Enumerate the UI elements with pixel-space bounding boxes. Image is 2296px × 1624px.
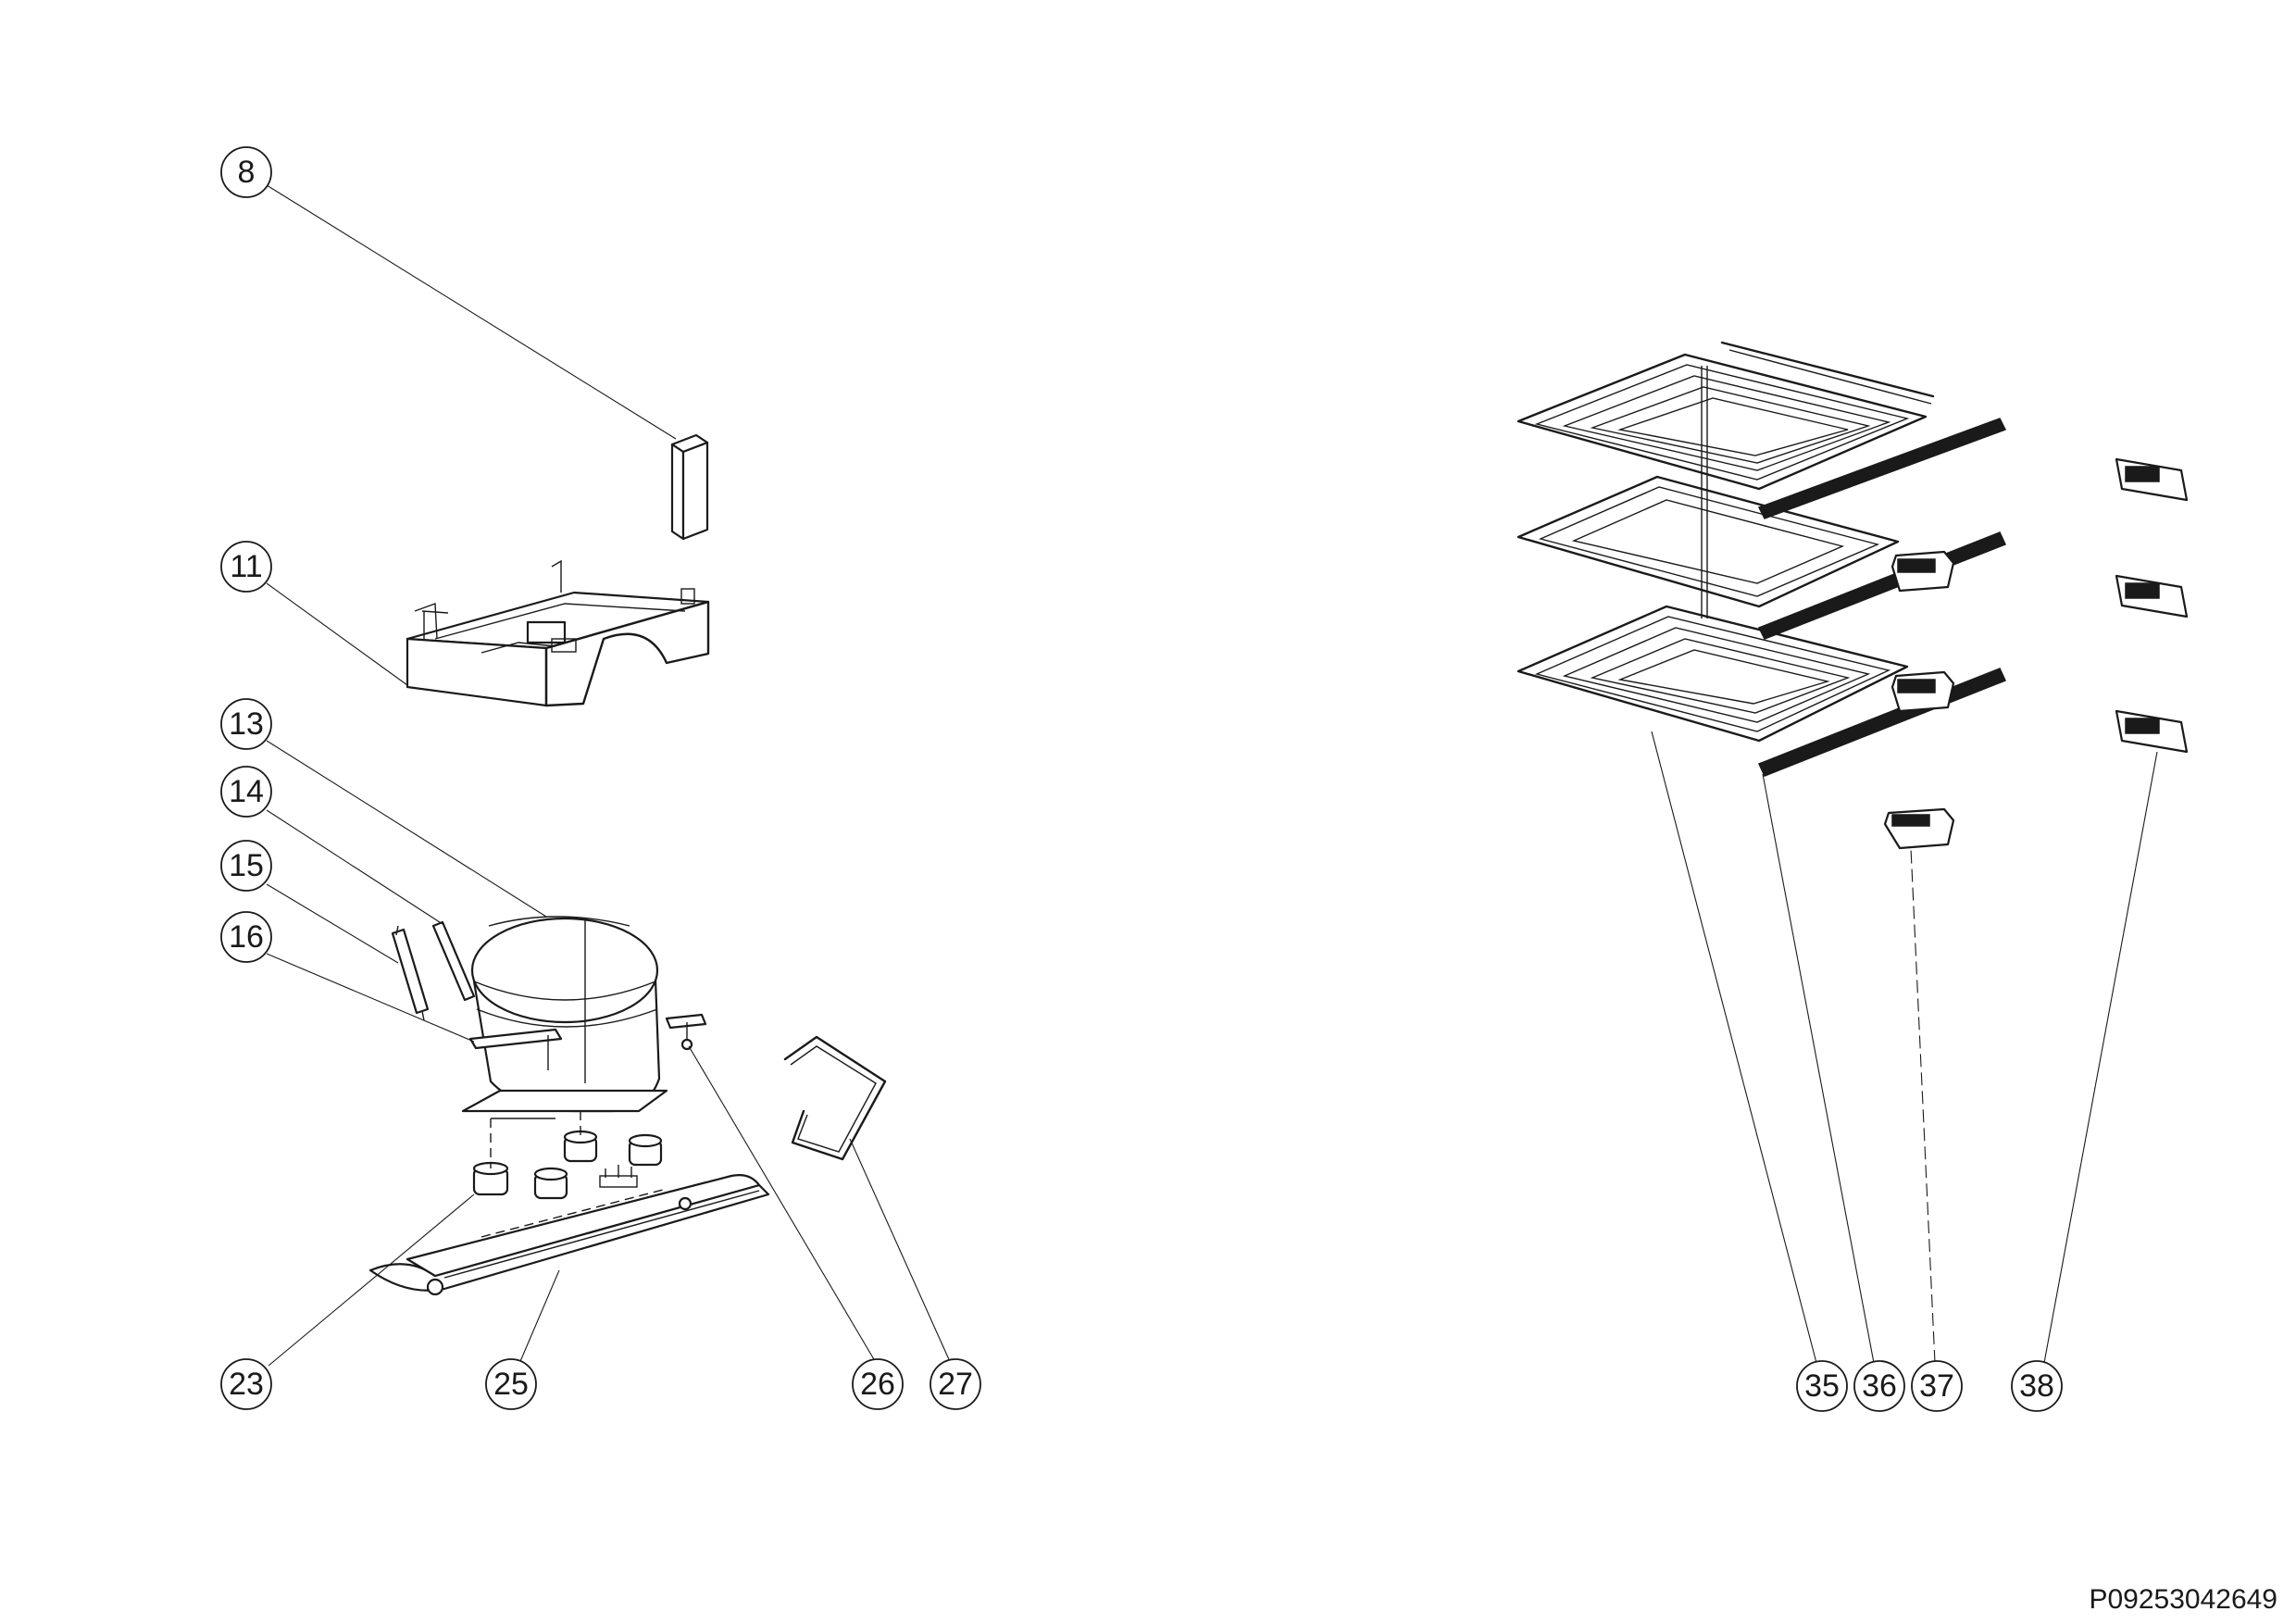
svg-text:16: 16 <box>229 919 264 955</box>
callout-15: 15 <box>220 840 272 892</box>
svg-text:14: 14 <box>229 774 264 809</box>
callout-37: 37 <box>1911 1360 1963 1412</box>
svg-text:37: 37 <box>1919 1368 1954 1404</box>
svg-text:27: 27 <box>938 1367 973 1402</box>
part-38-brackets <box>2115 457 2189 754</box>
svg-text:8: 8 <box>238 155 256 190</box>
part-27-wire <box>783 1035 887 1161</box>
part-14-rod <box>431 920 476 1002</box>
callout-36: 36 <box>1853 1360 1905 1412</box>
callout-25: 25 <box>485 1358 537 1410</box>
callout-14: 14 <box>220 766 272 818</box>
part-23-grommets <box>472 1111 663 1200</box>
svg-text:25: 25 <box>493 1367 529 1402</box>
svg-text:15: 15 <box>229 848 264 883</box>
svg-text:11: 11 <box>230 549 262 584</box>
document-code: P09253042649 <box>2089 1584 2277 1615</box>
callout-35: 35 <box>1796 1360 1848 1412</box>
part-13-compressor <box>461 916 668 1119</box>
svg-text:36: 36 <box>1862 1368 1897 1404</box>
callout-16: 16 <box>220 911 272 963</box>
leader-lines <box>266 184 2158 1367</box>
callout-13: 13 <box>220 698 272 750</box>
part-16-clip <box>468 1028 563 1070</box>
part-15-cylinder <box>391 925 430 1021</box>
callout-11: 11 <box>220 541 272 593</box>
part-35-wire-racks <box>1516 341 1935 743</box>
part-37-clips <box>1883 550 1955 850</box>
part-25-rail <box>368 1165 770 1296</box>
svg-text:13: 13 <box>229 706 264 742</box>
callout-23: 23 <box>220 1358 272 1410</box>
svg-text:23: 23 <box>229 1367 264 1402</box>
callout-8: 8 <box>220 146 272 198</box>
part-11-tray <box>406 559 710 707</box>
callout-38: 38 <box>2011 1360 2063 1412</box>
callout-27: 27 <box>930 1358 981 1410</box>
svg-text:38: 38 <box>2019 1368 2054 1404</box>
callout-26: 26 <box>852 1358 904 1410</box>
svg-text:26: 26 <box>860 1367 895 1402</box>
svg-text:35: 35 <box>1804 1368 1840 1404</box>
part-8-block <box>670 433 709 541</box>
part-26-stud <box>665 1013 707 1051</box>
